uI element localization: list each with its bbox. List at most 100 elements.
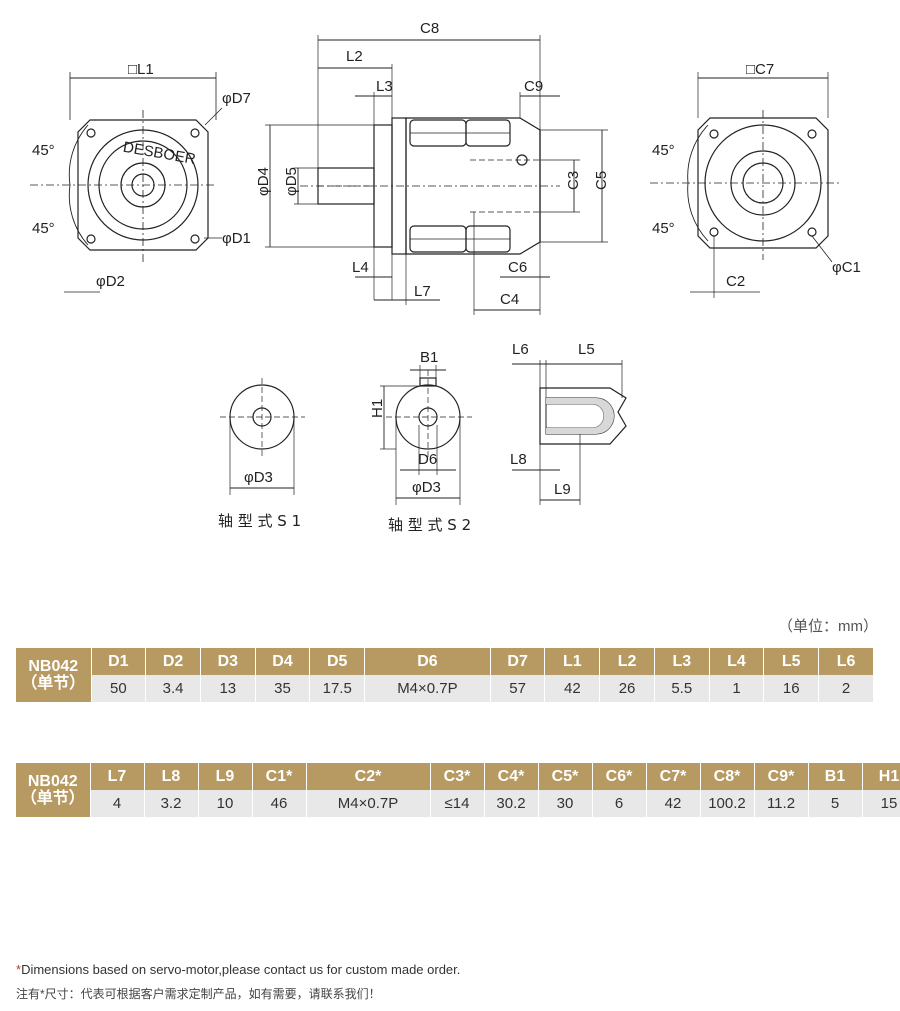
label-l4: L4 [352,259,369,276]
value-cell: 42 [544,675,601,702]
header-cell: D2 [145,648,201,675]
note-chinese: 注有*尺寸：代表可根据客户需求定制产品，如有需要，请联系我们！ [16,987,381,1001]
header-cell: L9 [198,763,253,790]
label-c7: □C7 [746,61,774,78]
label-d5: φD5 [283,167,300,196]
label-l8: L8 [510,451,527,468]
caption-s1: 轴 型 式 S 1 [218,512,301,530]
label-c6: C6 [508,259,527,276]
model-name: NB042 [28,658,79,675]
header-cell: C1* [252,763,307,790]
label-c3: C3 [565,171,582,190]
left-hole-tl [86,128,96,138]
value-cell: 100.2 [700,790,755,817]
label-angle-top-right: 45° [652,142,675,159]
value-cell: 3.4 [145,675,201,702]
header-cell: D3 [200,648,256,675]
label-c8: C8 [420,20,439,37]
header-cell: C7* [646,763,701,790]
shaft-section-outline [539,387,627,445]
header-cell: L5 [763,648,820,675]
model-stage: （单节） [21,675,86,692]
label-d1: φD1 [222,230,251,247]
note-star: * [16,962,22,977]
value-cell: 1 [709,675,765,702]
left-hole-tr [190,128,200,138]
value-cell: 15 [862,790,900,817]
header-cell: D6 [364,648,491,675]
label-l5: L5 [578,341,595,358]
left-flange-outline [77,119,209,251]
header-cell: C8* [700,763,755,790]
value-cell: 13 [200,675,256,702]
model-cell: NB042 （单节） [16,763,91,817]
label-s1-d3: φD3 [244,469,273,486]
label-l7: L7 [414,283,431,300]
label-c9: C9 [524,78,543,95]
header-cell: C4* [484,763,539,790]
value-cell: 10 [198,790,253,817]
value-cell: 5 [808,790,863,817]
right-flange-outline [697,117,829,249]
value-cell: 35 [255,675,311,702]
header-cell: L3 [654,648,710,675]
value-cell: 5.5 [654,675,710,702]
label-angle-bottom-left: 45° [32,220,55,237]
value-cell: 50 [91,675,147,702]
header-cell: L1 [544,648,601,675]
label-c2: C2 [726,273,745,290]
value-cell: 26 [599,675,655,702]
header-cell: C2* [306,763,431,790]
value-cell: 2 [818,675,874,702]
header-cell: L6 [818,648,874,675]
header-cell: B1 [808,763,863,790]
header-cell: L7 [90,763,145,790]
value-cell: 42 [646,790,701,817]
header-cell: D4 [255,648,311,675]
value-cell: 6 [592,790,647,817]
label-l9: L9 [554,481,571,498]
label-d2: φD2 [96,273,125,290]
label-l6: L6 [512,341,529,358]
header-cell: L2 [599,648,655,675]
value-cell: 16 [763,675,820,702]
header-cell: H1 [862,763,900,790]
label-angle-bottom-right: 45° [652,220,675,237]
left-hole-bl [86,234,96,244]
header-cell: L8 [144,763,199,790]
label-h1: H1 [369,399,386,418]
header-cell: C9* [754,763,809,790]
label-angle-top-left: 45° [32,142,55,159]
technical-drawing: DESBOER □L1 φD7 φD1 φD2 45° 45° C8 L2 L3… [30,20,861,534]
header-cell: D1 [91,648,147,675]
label-l1: □L1 [128,61,154,78]
value-cell: ≤14 [430,790,485,817]
value-cell: 11.2 [754,790,809,817]
label-l3: L3 [376,78,393,95]
value-cell: 17.5 [309,675,366,702]
label-l2: L2 [346,48,363,65]
header-cell: D5 [309,648,366,675]
model-name: NB042 [27,773,78,790]
header-cell: C3* [430,763,485,790]
header-cell: D7 [490,648,546,675]
value-cell: 4 [90,790,145,817]
label-c5: C5 [593,171,610,190]
left-hole-br [190,234,200,244]
label-b1: B1 [420,349,438,366]
value-cell: 46 [252,790,307,817]
unit-label: （单位：mm） [778,618,878,635]
value-cell: 57 [490,675,546,702]
label-d4: φD4 [255,167,272,196]
label-s2-d6: D6 [418,451,437,468]
label-c1: φC1 [832,259,861,276]
header-cell: C6* [592,763,647,790]
label-s2-d3: φD3 [412,479,441,496]
value-cell: 3.2 [144,790,199,817]
note-english: *Dimensions based on servo-motor,please … [16,962,460,977]
value-cell: M4×0.7P [306,790,431,817]
